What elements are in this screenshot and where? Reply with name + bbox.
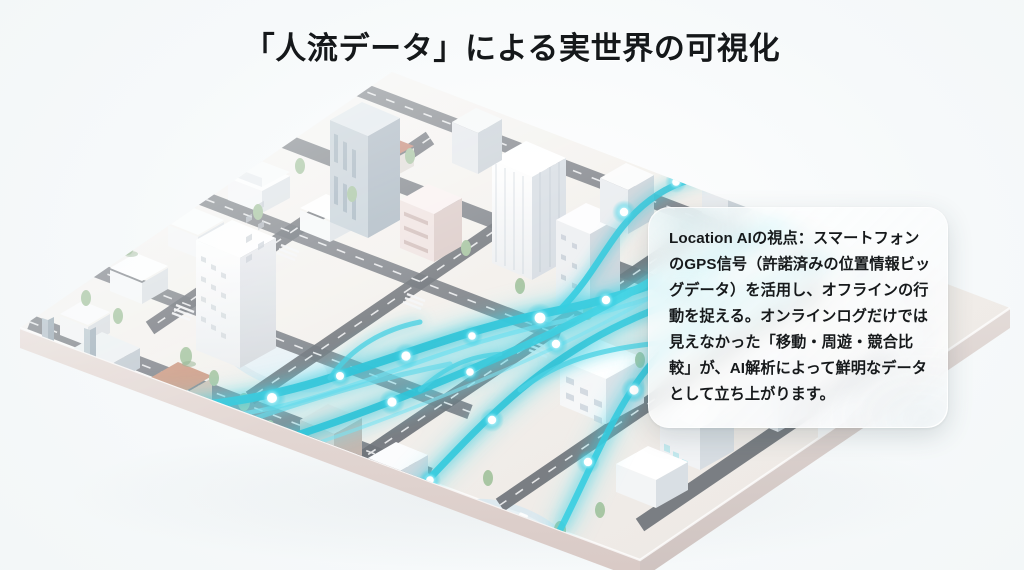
- page-title-bar: 「人流データ」による実世界の可視化: [0, 0, 1024, 96]
- location-ai-note-card: Location AIの視点：スマートフォンのGPS信号（許諾済みの位置情報ビッ…: [648, 207, 948, 428]
- location-ai-note-text: Location AIの視点：スマートフォンのGPS信号（許諾済みの位置情報ビッ…: [669, 230, 931, 403]
- page-title: 「人流データ」による実世界の可視化: [243, 30, 781, 66]
